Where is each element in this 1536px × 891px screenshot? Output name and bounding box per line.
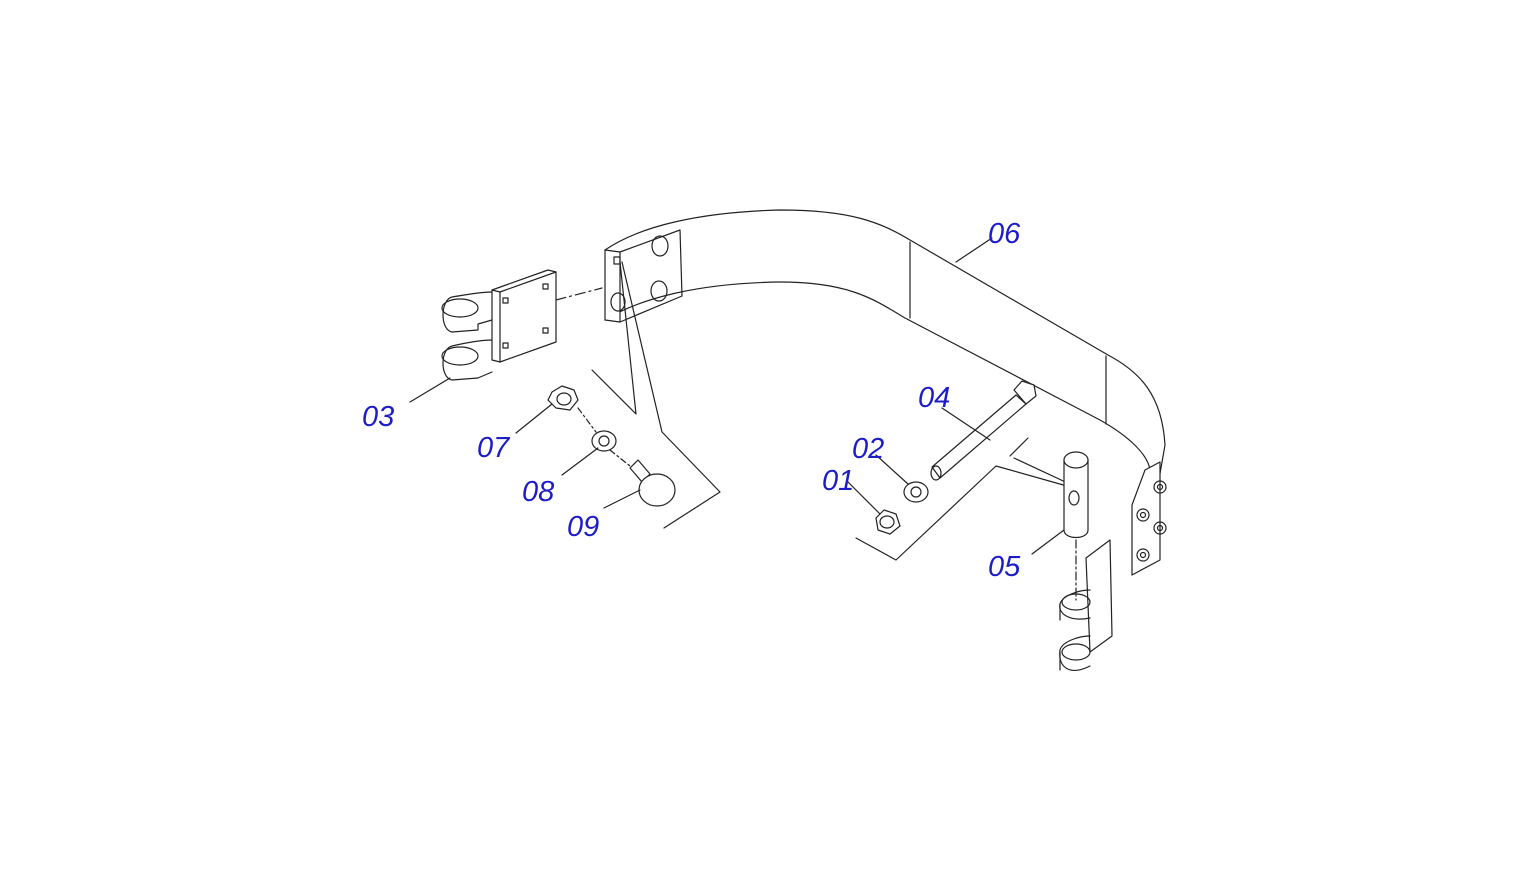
band-end-bracket (1131, 461, 1167, 576)
callout-02: 02 (852, 433, 884, 465)
pin-part-05 (1063, 451, 1089, 601)
callout-01: 01 (822, 465, 854, 497)
nut-part-01 (875, 509, 901, 535)
callout-09: 09 (567, 511, 599, 543)
washer-part-02 (903, 481, 929, 503)
callout-04: 04 (918, 382, 950, 414)
callout-03: 03 (362, 401, 394, 433)
nut-part-07 (547, 385, 579, 411)
band-part-06 (604, 209, 1166, 486)
callout-06: 06 (988, 218, 1021, 250)
bolt-part-09 (609, 449, 676, 507)
bolt-part-04 (930, 380, 1037, 481)
hinge-part-03 (441, 269, 603, 381)
assembly-guide-lines-left (591, 261, 721, 529)
washer-part-08 (577, 407, 617, 452)
callout-05: 05 (988, 551, 1021, 583)
leader-lines (409, 237, 1065, 555)
callout-08: 08 (522, 476, 554, 508)
callout-07: 07 (477, 432, 511, 464)
lower-hinge (1059, 539, 1113, 671)
